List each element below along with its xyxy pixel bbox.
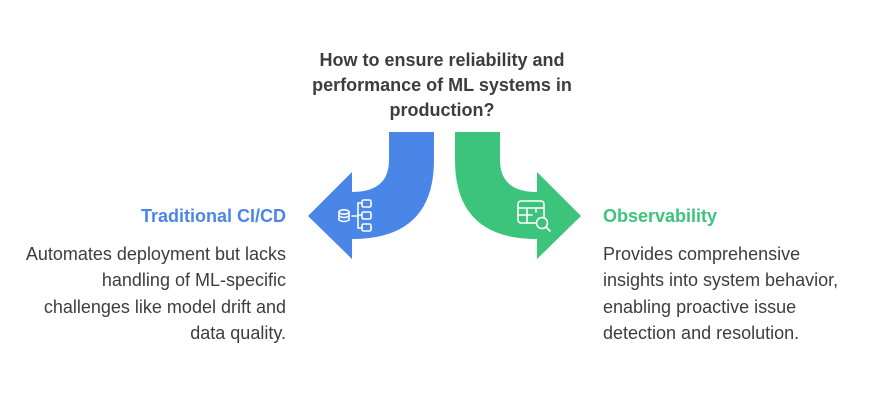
left-arrow-shape: [308, 132, 434, 259]
option-description-traditional-cicd: Automates deployment but lacks handling …: [25, 244, 286, 343]
option-title-observability: Observability: [603, 206, 718, 226]
table-search-icon: [517, 200, 551, 232]
option-title-traditional-cicd: Traditional CI/CD: [140, 206, 286, 226]
right-arrow: [455, 132, 581, 259]
option-description-observability: Provides comprehensive insights into sys…: [603, 244, 839, 343]
left-arrow: [308, 132, 434, 259]
database-pipeline-icon: [338, 199, 372, 232]
question-title: How to ensure reliability and performanc…: [312, 50, 572, 120]
right-arrow-shape: [455, 132, 581, 259]
